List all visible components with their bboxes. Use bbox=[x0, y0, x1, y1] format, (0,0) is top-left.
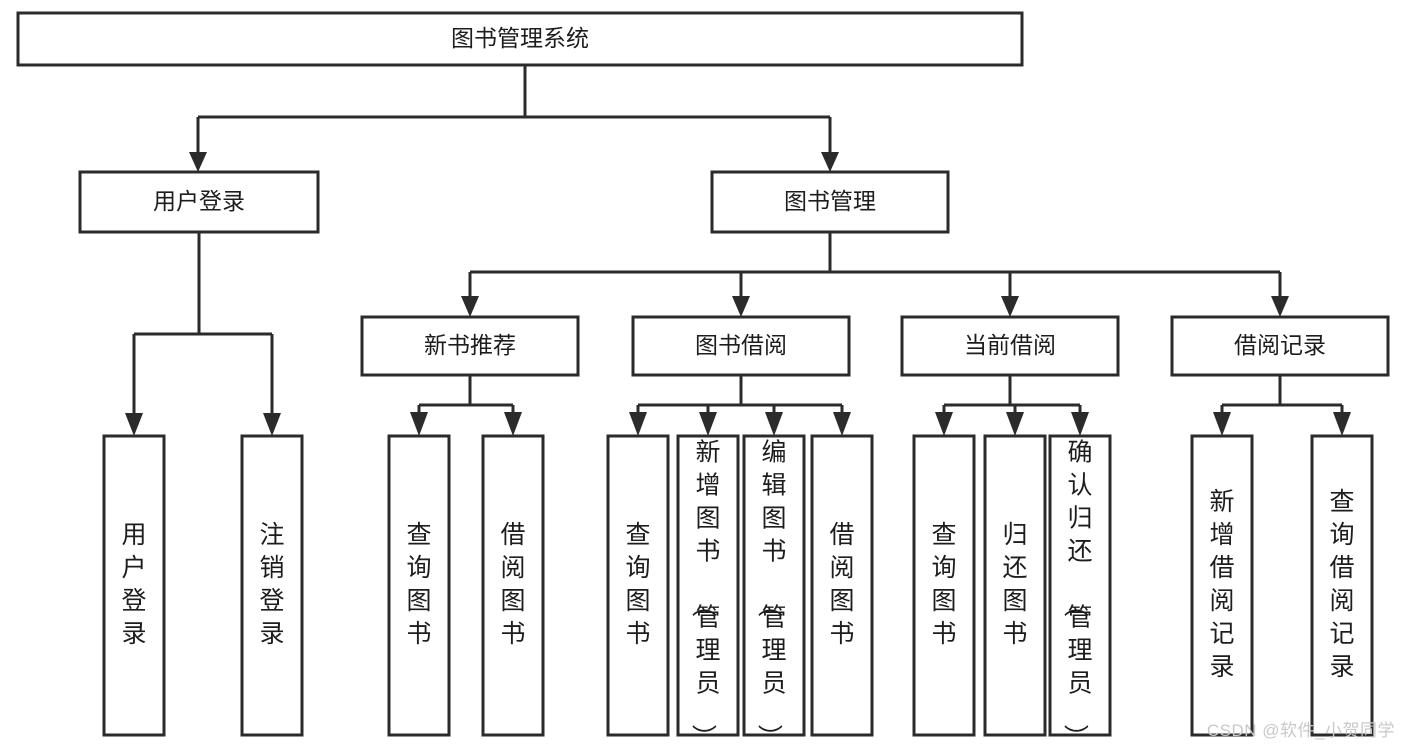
node-label: 新书推荐 bbox=[424, 332, 516, 358]
arrowhead-leaf-user-login bbox=[125, 413, 143, 436]
node-leaf-confirm-return[interactable]: 确认归还（管理员） bbox=[1048, 434, 1112, 747]
node-box[interactable] bbox=[360, 315, 580, 377]
node-leaf-edit-book[interactable]: 编辑图书（管理员） bbox=[742, 434, 806, 747]
arrowhead-leaf-edit-book bbox=[765, 412, 783, 436]
node-label: 借阅图书 bbox=[829, 521, 854, 648]
connectors-layer bbox=[125, 65, 1351, 436]
node-box[interactable] bbox=[676, 434, 740, 737]
arrowhead-leaf-confirm-return bbox=[1071, 412, 1089, 436]
node-label: 当前借阅 bbox=[964, 332, 1056, 358]
arrowhead-leaf-query-book-3 bbox=[935, 412, 953, 436]
node-borrow-record[interactable]: 借阅记录 bbox=[1170, 315, 1390, 377]
node-box[interactable] bbox=[631, 315, 851, 377]
node-book-borrow[interactable]: 图书借阅 bbox=[631, 315, 851, 377]
node-box[interactable] bbox=[78, 170, 320, 234]
node-box[interactable] bbox=[16, 11, 1024, 67]
node-leaf-return-book[interactable]: 归还图书 bbox=[983, 434, 1047, 737]
node-box[interactable] bbox=[710, 170, 950, 234]
arrowhead-user-login bbox=[189, 152, 207, 172]
node-leaf-query-record[interactable]: 查询借阅记录 bbox=[1310, 434, 1374, 737]
node-label: 用户登录 bbox=[121, 521, 146, 648]
node-box[interactable] bbox=[742, 434, 806, 737]
arrowhead-leaf-query-record bbox=[1333, 412, 1351, 436]
node-label: 查询图书 bbox=[625, 521, 650, 648]
node-label: 编辑图书（管理员） bbox=[755, 438, 786, 747]
node-leaf-borrow-book-2[interactable]: 借阅图书 bbox=[810, 434, 874, 737]
node-label: 新增借阅记录 bbox=[1209, 488, 1234, 681]
node-label: 新增图书（管理员） bbox=[689, 438, 720, 747]
node-box[interactable] bbox=[1190, 434, 1254, 737]
node-label: 借阅记录 bbox=[1234, 332, 1326, 358]
node-box[interactable] bbox=[983, 434, 1047, 737]
node-label: 查询图书 bbox=[406, 521, 431, 648]
node-book-manage[interactable]: 图书管理 bbox=[710, 170, 950, 234]
node-label: 用户登录 bbox=[153, 188, 245, 214]
node-label: 图书管理系统 bbox=[451, 25, 589, 51]
node-box[interactable] bbox=[387, 434, 451, 737]
node-box[interactable] bbox=[1048, 434, 1112, 737]
node-box[interactable] bbox=[481, 434, 545, 737]
nodes-layer: 图书管理系统用户登录图书管理新书推荐图书借阅当前借阅借阅记录用户登录注销登录查询… bbox=[16, 11, 1390, 747]
node-box[interactable] bbox=[900, 315, 1120, 377]
node-leaf-borrow-book-1[interactable]: 借阅图书 bbox=[481, 434, 545, 737]
arrowhead-leaf-add-book bbox=[699, 412, 717, 436]
node-leaf-query-book-2[interactable]: 查询图书 bbox=[606, 434, 670, 737]
node-root[interactable]: 图书管理系统 bbox=[16, 11, 1024, 67]
arrowhead-leaf-query-book-1 bbox=[410, 412, 428, 436]
arrowhead-leaf-logout bbox=[263, 413, 281, 436]
node-box[interactable] bbox=[102, 434, 166, 737]
node-label: 图书管理 bbox=[784, 188, 876, 214]
node-leaf-logout[interactable]: 注销登录 bbox=[240, 434, 304, 737]
node-leaf-add-book[interactable]: 新增图书（管理员） bbox=[676, 434, 740, 747]
node-label: 注销登录 bbox=[259, 521, 284, 648]
node-box[interactable] bbox=[1170, 315, 1390, 377]
node-leaf-user-login[interactable]: 用户登录 bbox=[102, 434, 166, 737]
arrowhead-leaf-query-book-2 bbox=[629, 412, 647, 436]
node-label: 借阅图书 bbox=[500, 521, 525, 648]
node-leaf-query-book-3[interactable]: 查询图书 bbox=[912, 434, 976, 737]
node-leaf-query-book-1[interactable]: 查询图书 bbox=[387, 434, 451, 737]
node-label: 图书借阅 bbox=[695, 332, 787, 358]
node-label: 确认归还（管理员） bbox=[1061, 438, 1092, 747]
arrowhead-leaf-return-book bbox=[1006, 412, 1024, 436]
node-label: 查询图书 bbox=[931, 521, 956, 648]
arrowhead-leaf-borrow-book-1 bbox=[504, 412, 522, 436]
node-box[interactable] bbox=[810, 434, 874, 737]
node-box[interactable] bbox=[912, 434, 976, 737]
arrowhead-borrowrecord bbox=[1271, 296, 1289, 317]
node-box[interactable] bbox=[1310, 434, 1374, 737]
arrowhead-bookborrow bbox=[732, 296, 750, 317]
arrowhead-book-manage bbox=[821, 152, 839, 172]
arrowhead-newbook bbox=[461, 296, 479, 317]
arrowhead-currentborrow bbox=[1001, 296, 1019, 317]
arrowhead-leaf-add-record bbox=[1213, 412, 1231, 436]
node-leaf-add-record[interactable]: 新增借阅记录 bbox=[1190, 434, 1254, 737]
node-new-book-rec[interactable]: 新书推荐 bbox=[360, 315, 580, 377]
node-label: 归还图书 bbox=[1002, 521, 1027, 648]
arrowhead-leaf-borrow-book-2 bbox=[833, 412, 851, 436]
node-box[interactable] bbox=[606, 434, 670, 737]
node-user-login[interactable]: 用户登录 bbox=[78, 170, 320, 234]
node-current-borrow[interactable]: 当前借阅 bbox=[900, 315, 1120, 377]
node-label: 查询借阅记录 bbox=[1329, 488, 1354, 681]
node-box[interactable] bbox=[240, 434, 304, 737]
